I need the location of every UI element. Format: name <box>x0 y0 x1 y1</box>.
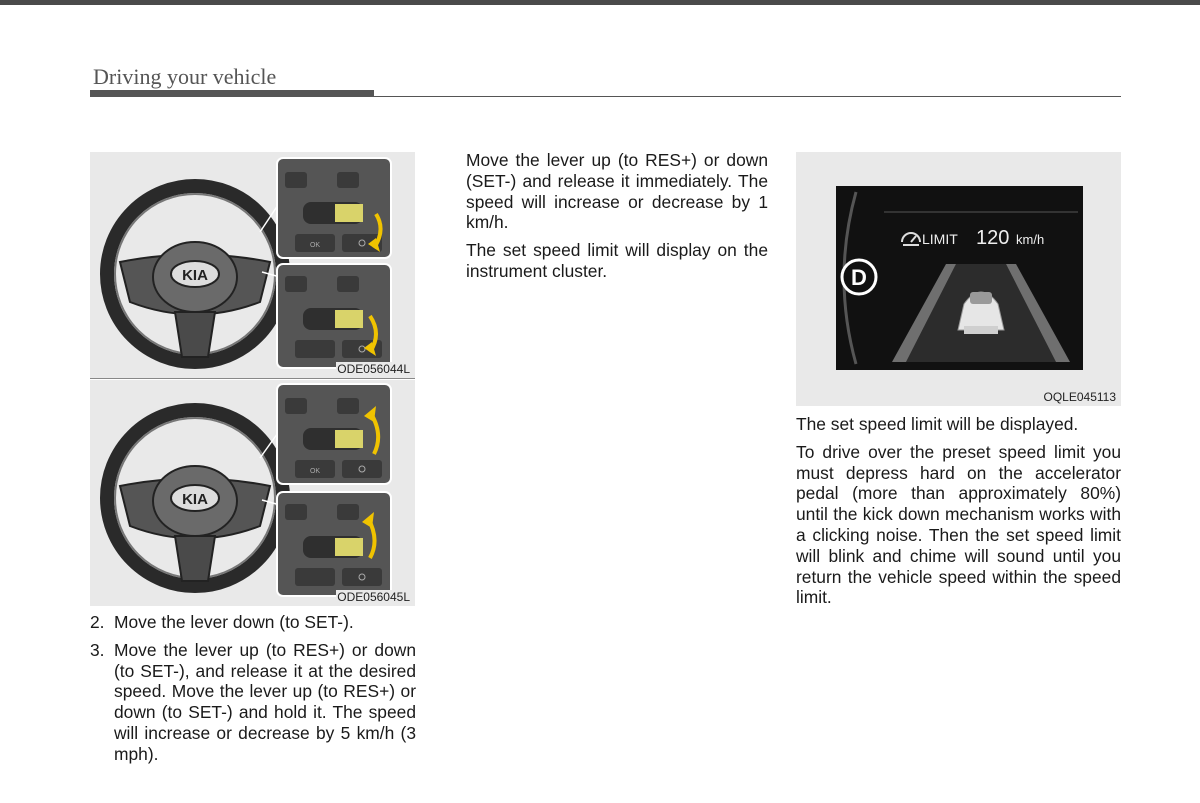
control-panel-upper: OK <box>276 383 392 485</box>
header-line <box>374 96 1121 97</box>
figure-code: OQLE045113 <box>1042 390 1117 404</box>
right-column: The set speed limit will be displayed. T… <box>796 414 1121 615</box>
cluster-illustration: LIMIT 120 km/h D <box>836 186 1083 370</box>
kia-logo: KIA <box>182 491 208 508</box>
steering-wheel-figure-top: KIA OK ODE0560 <box>90 152 415 378</box>
car-icon <box>957 291 1005 334</box>
section-title: Driving your vehicle <box>93 64 277 89</box>
paragraph: Move the lever up (to RES+) or down (SET… <box>466 150 768 233</box>
gear-indicator: D <box>851 265 867 290</box>
paragraph: The set speed limit will display on the … <box>466 240 768 281</box>
step-text: Move the lever down (to SET-). <box>114 612 354 632</box>
paragraph: To drive over the preset speed limit you… <box>796 441 1121 608</box>
top-rule <box>0 0 1200 5</box>
speed-unit: km/h <box>1016 232 1044 247</box>
paragraph: The set speed limit will be displayed. <box>796 414 1079 434</box>
limit-label: LIMIT <box>922 231 958 247</box>
steering-wheel-illustration-top: KIA OK <box>100 157 392 369</box>
steps-list: 2. Move the lever down (to SET-). 3. Mov… <box>90 612 416 772</box>
figure-divider <box>90 378 415 379</box>
step-text: Move the lever up (to RES+) or down (to … <box>114 639 416 764</box>
step-item: 2. Move the lever down (to SET-). <box>90 612 416 633</box>
speed-limit-icon <box>901 232 921 246</box>
figure-code: ODE056044L <box>336 362 411 376</box>
svg-text:OK: OK <box>310 468 320 475</box>
speed-value: 120 <box>976 227 1009 249</box>
control-panel-upper: OK <box>276 157 392 259</box>
figure-code: ODE056045L <box>336 590 411 604</box>
kia-logo: KIA <box>182 267 208 284</box>
header-bar <box>90 90 374 97</box>
step-number: 3. <box>90 639 105 660</box>
instrument-cluster-figure: LIMIT 120 km/h D OQLE045113 <box>796 152 1121 406</box>
step-item: 3. Move the lever up (to RES+) or down (… <box>90 640 416 765</box>
steering-wheel-illustration-bottom: KIA OK <box>100 383 392 597</box>
middle-column: Move the lever up (to RES+) or down (SET… <box>466 150 768 289</box>
control-panel-lower <box>276 491 392 597</box>
steering-wheel-figure-bottom: KIA OK ODE0560 <box>90 380 415 606</box>
control-panel-lower <box>276 263 392 369</box>
step-number: 2. <box>90 612 105 632</box>
svg-text:OK: OK <box>310 242 320 249</box>
